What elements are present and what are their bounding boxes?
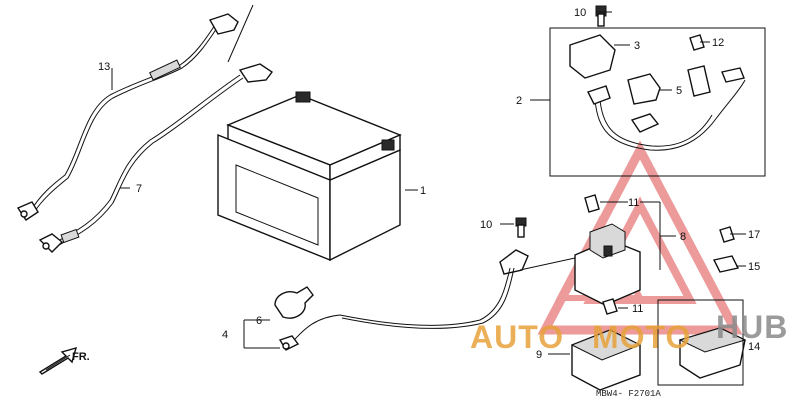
callout-11-top: 11 bbox=[628, 197, 639, 209]
leader-lines bbox=[111, 11, 746, 355]
watermark-moto: MOTO bbox=[592, 319, 691, 355]
callout-10-lower: 10 bbox=[480, 219, 492, 231]
callout-5: 5 bbox=[676, 85, 682, 97]
callout-1: 1 bbox=[420, 185, 426, 197]
direction-label: FR. bbox=[72, 351, 90, 363]
callout-3: 3 bbox=[634, 40, 640, 52]
battery bbox=[217, 91, 402, 262]
watermark-text: AUTO MOTO HUB bbox=[470, 309, 788, 355]
fuse-17 bbox=[719, 226, 735, 243]
callout-6: 6 bbox=[256, 315, 262, 327]
callout-7: 7 bbox=[136, 183, 142, 195]
callout-2: 2 bbox=[516, 95, 522, 107]
callout-4: 4 bbox=[222, 329, 228, 341]
callout-9: 9 bbox=[536, 349, 542, 361]
watermark-auto: AUTO bbox=[470, 319, 564, 355]
callout-10-top: 10 bbox=[574, 7, 586, 19]
figure-code: MBW4- F2701A bbox=[596, 389, 661, 399]
watermark-hub: HUB bbox=[716, 309, 788, 345]
callout-labels: 13 7 1 2 3 5 12 10 10 11 8 11 9 17 15 14… bbox=[98, 7, 760, 361]
positive-cable-7 bbox=[38, 63, 274, 253]
callout-15: 15 bbox=[748, 261, 760, 273]
callout-11-lower: 11 bbox=[632, 303, 643, 315]
callout-17: 17 bbox=[748, 229, 760, 241]
starter-relay bbox=[519, 194, 641, 315]
fuse-box-15 bbox=[712, 255, 740, 273]
callout-8: 8 bbox=[680, 231, 686, 243]
callout-14: 14 bbox=[748, 341, 760, 353]
relay-assembly-2 bbox=[549, 5, 766, 177]
cover-9 bbox=[570, 329, 642, 391]
frame-line bbox=[227, 4, 254, 63]
callout-13: 13 bbox=[98, 61, 110, 73]
arrow-icon bbox=[45, 354, 71, 371]
negative-cable-13 bbox=[16, 13, 239, 221]
cover-14 bbox=[657, 299, 747, 386]
callout-12: 12 bbox=[712, 37, 724, 49]
front-direction-indicator: FR. bbox=[38, 346, 90, 375]
starter-cable bbox=[274, 217, 529, 351]
